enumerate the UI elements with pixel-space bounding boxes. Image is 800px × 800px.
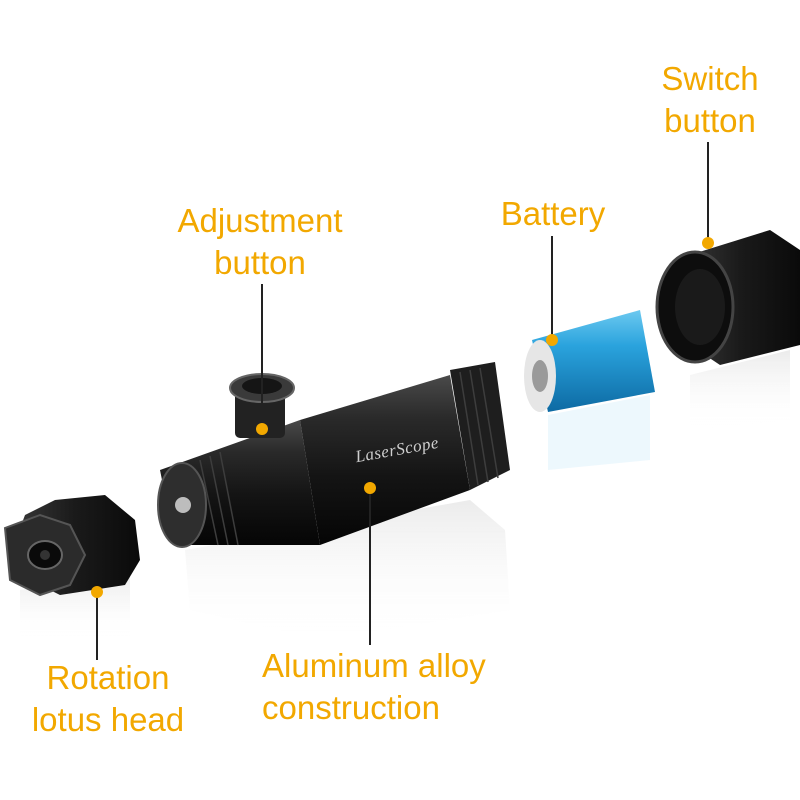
battery-part xyxy=(524,310,655,412)
aluminum-alloy-label: Aluminum alloy construction xyxy=(262,645,542,729)
label-line: button xyxy=(214,244,306,281)
leader-lines xyxy=(96,142,709,660)
label-line: Rotation xyxy=(46,659,170,696)
label-line: button xyxy=(664,102,756,139)
label-line: Battery xyxy=(500,195,606,232)
lotus-head-part xyxy=(3,495,140,597)
leader-dots xyxy=(91,237,714,598)
label-line: construction xyxy=(262,689,440,726)
switch-cap-part xyxy=(655,230,800,365)
label-line: lotus head xyxy=(31,701,185,738)
label-line: Adjustment xyxy=(177,202,343,239)
battery-label: Battery xyxy=(488,193,618,235)
rotation-lotus-head-label: Rotation lotus head xyxy=(18,657,198,741)
laser-body xyxy=(157,362,510,548)
adjustment-button-label: Adjustment button xyxy=(150,200,370,284)
switch-button-label: Switch button xyxy=(640,58,780,142)
label-line: Aluminum alloy xyxy=(262,647,486,684)
label-line: Switch xyxy=(661,60,759,97)
